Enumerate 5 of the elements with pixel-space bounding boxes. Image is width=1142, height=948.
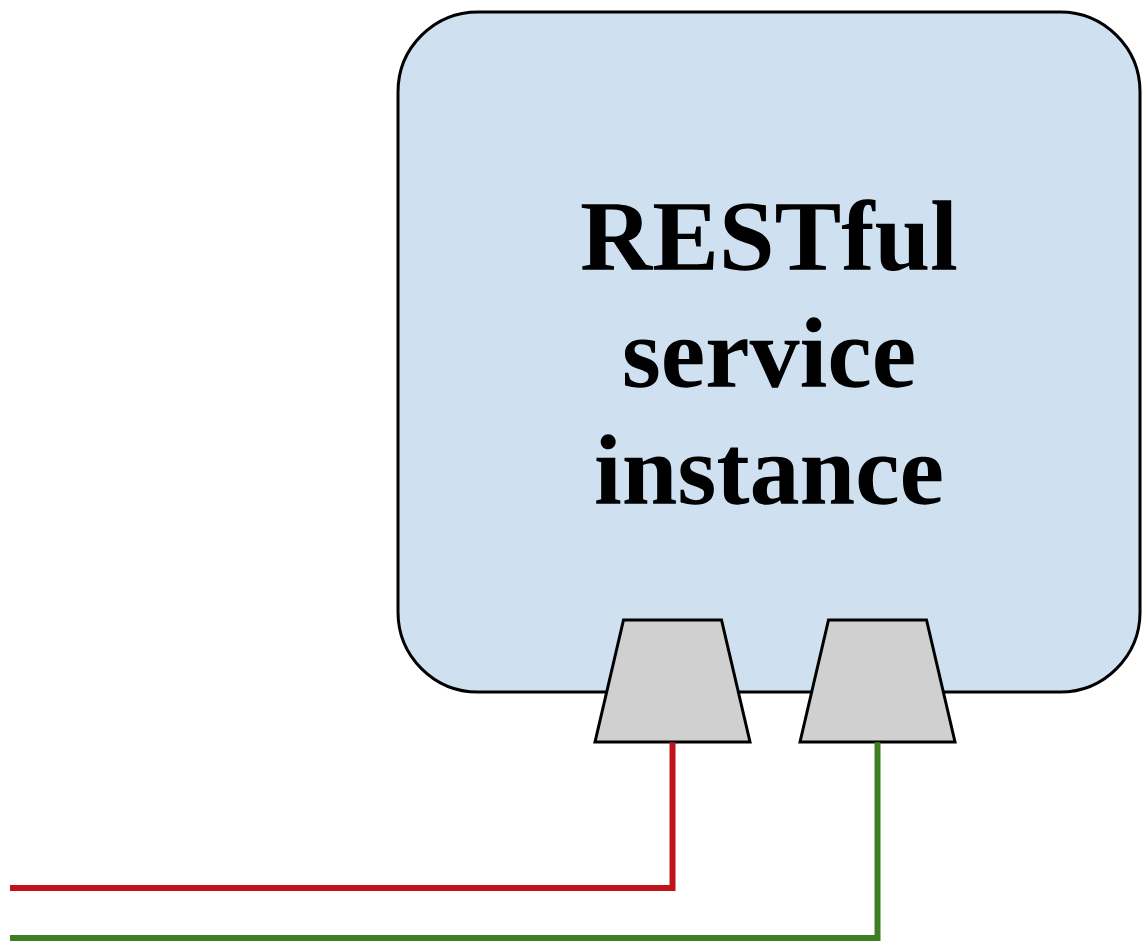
wire: [10, 742, 881, 941]
port-trapezoid: [798, 618, 957, 744]
port-trapezoid: [593, 618, 752, 744]
wire: [10, 742, 676, 891]
service-box: RESTful service instance: [396, 10, 1142, 694]
